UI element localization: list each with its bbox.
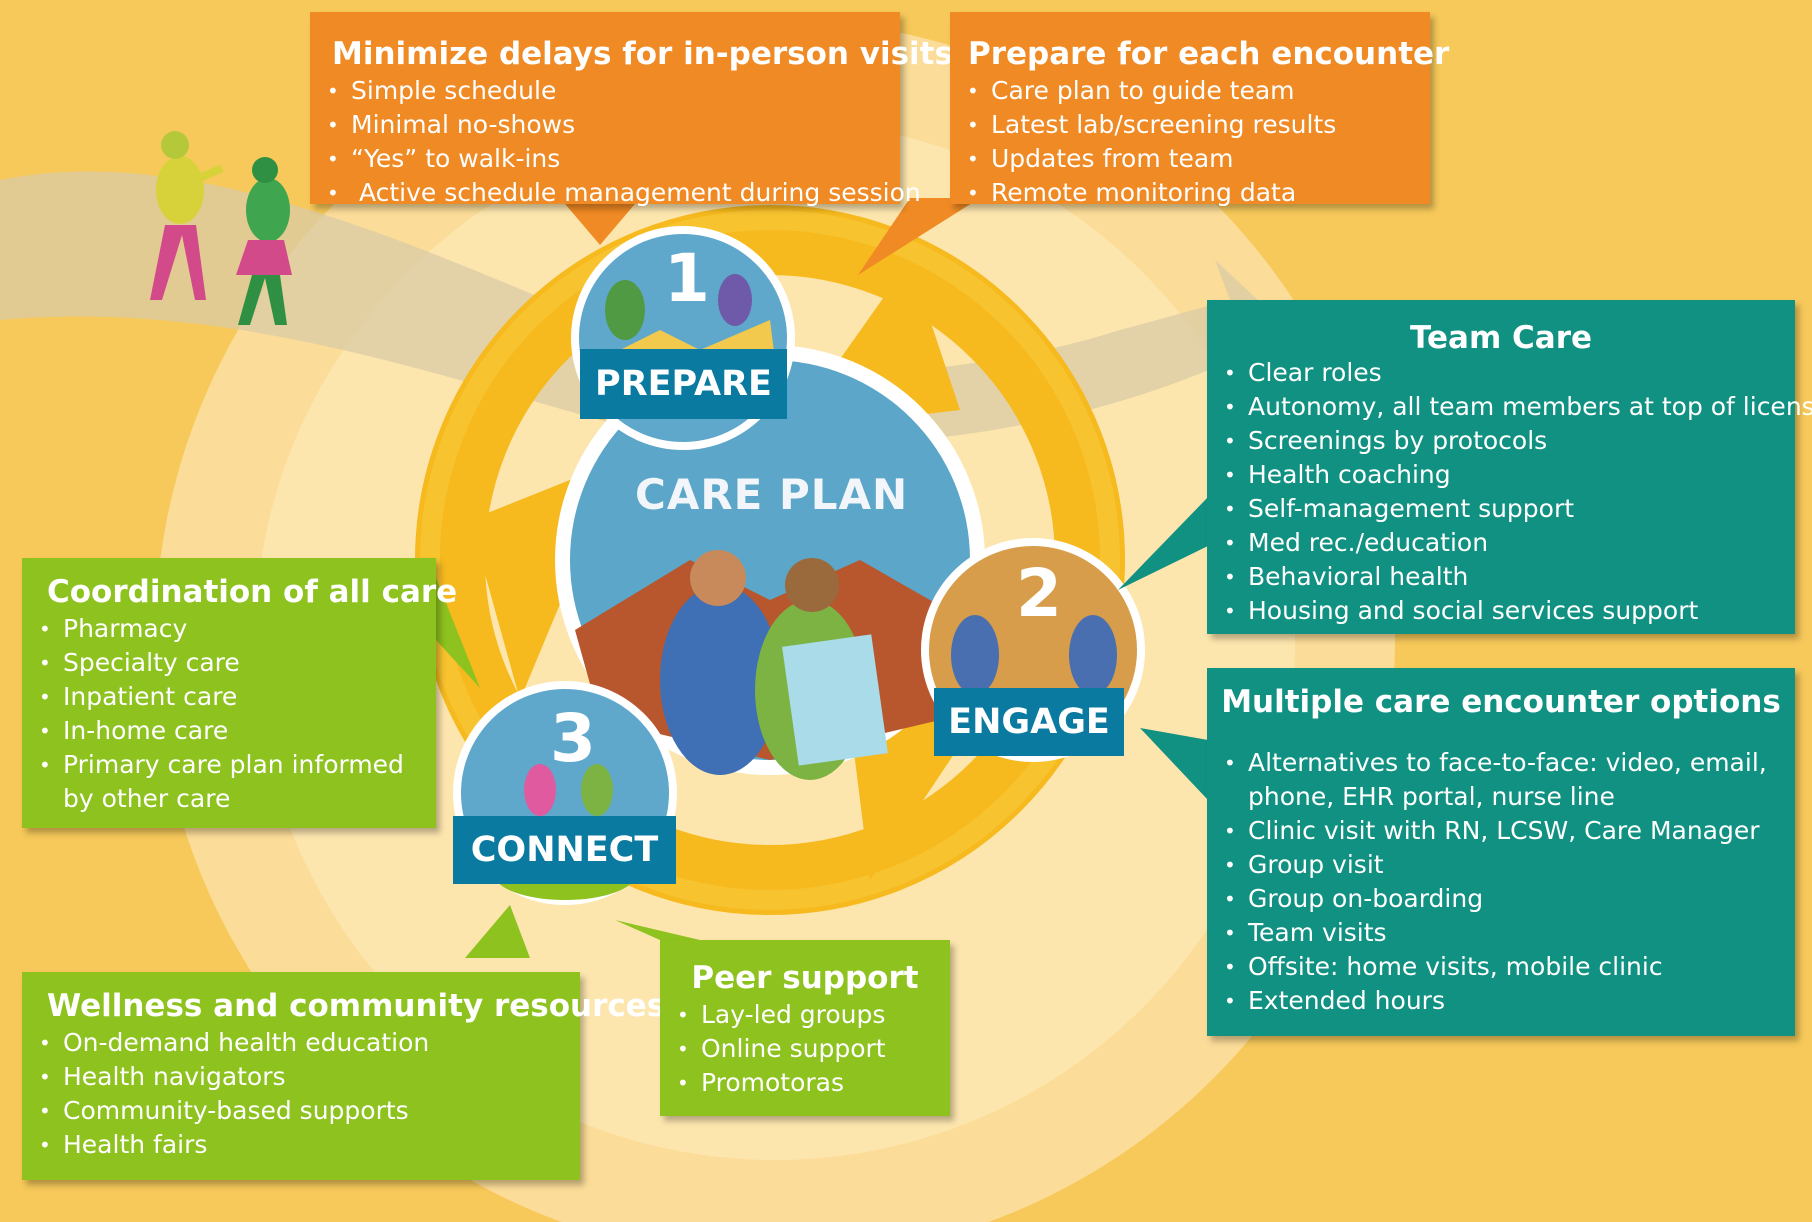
list-item: Inpatient care — [37, 680, 404, 714]
box-title: Team Care — [1409, 320, 1593, 356]
list-item: Autonomy, all team members at top of lic… — [1222, 390, 1812, 424]
bullet-list: Pharmacy Specialty care Inpatient care I… — [37, 612, 404, 816]
list-item: Health navigators — [37, 1060, 429, 1094]
list-item: Pharmacy — [37, 612, 404, 646]
list-item: Group visit — [1222, 848, 1767, 882]
list-item: Alternatives to face-to-face: video, ema… — [1222, 746, 1767, 780]
box-title: Wellness and community resources — [47, 988, 666, 1024]
walking-figures-illustration — [150, 131, 292, 325]
box-title: Minimize delays for in-person visits — [332, 36, 953, 72]
list-item: Screenings by protocols — [1222, 424, 1812, 458]
box-title: Multiple care encounter options — [1221, 684, 1781, 720]
box-title: Coordination of all care — [47, 574, 458, 610]
coordination-box: Coordination of all care Pharmacy Specia… — [22, 558, 457, 828]
list-item: Self-management support — [1222, 492, 1812, 526]
stage-label-connect: CONNECT — [453, 816, 676, 884]
list-item: by other care — [63, 784, 231, 813]
stage-number-prepare: 1 — [664, 240, 710, 317]
peer-support-box: Peer support Lay-led groups Online suppo… — [660, 940, 950, 1116]
stage-number-connect: 3 — [550, 700, 596, 777]
list-item: Health fairs — [37, 1128, 429, 1162]
box-title: Peer support — [691, 960, 919, 996]
list-item: Extended hours — [1222, 984, 1767, 1018]
list-item: Primary care plan informed — [37, 748, 404, 782]
list-item: Promotoras — [675, 1066, 886, 1100]
list-item: Behavioral health — [1222, 560, 1812, 594]
stage-label-engage: ENGAGE — [934, 688, 1124, 756]
list-item: Simple schedule — [325, 74, 921, 108]
list-item: In-home care — [37, 714, 404, 748]
list-item: Community-based supports — [37, 1094, 429, 1128]
prepare-encounter-box: Prepare for each encounter Care plan to … — [950, 12, 1449, 210]
list-item: Team visits — [1222, 916, 1767, 950]
list-item: Med rec./education — [1222, 526, 1812, 560]
box-title: Prepare for each encounter — [968, 36, 1450, 72]
bullet-list: On-demand health education Health naviga… — [37, 1026, 429, 1162]
list-item: Online support — [675, 1032, 886, 1066]
care-plan-title: CARE PLAN — [635, 470, 909, 519]
list-item: On-demand health education — [37, 1026, 429, 1060]
list-item: Lay-led groups — [675, 998, 886, 1032]
bullet-list: Lay-led groups Online support Promotoras — [675, 998, 886, 1100]
minimize-delays-box: Minimize delays for in-person visits Sim… — [310, 12, 953, 210]
list-item: Latest lab/screening results — [965, 108, 1336, 142]
list-item: phone, EHR portal, nurse line — [1248, 782, 1615, 811]
list-item: Group on-boarding — [1222, 882, 1767, 916]
list-item: Clear roles — [1222, 356, 1812, 390]
stage-label-prepare: PREPARE — [580, 349, 787, 419]
bullet-list: Alternatives to face-to-face: video, ema… — [1222, 746, 1767, 1018]
list-item: Updates from team — [965, 142, 1336, 176]
list-item: “Yes” to walk-ins — [325, 142, 921, 176]
bullet-list: Clear roles Autonomy, all team members a… — [1222, 356, 1812, 628]
bullet-list: Simple schedule Minimal no-shows “Yes” t… — [325, 74, 921, 210]
list-item: Health coaching — [1222, 458, 1812, 492]
team-care-box: Team Care Clear roles Autonomy, all team… — [1207, 300, 1812, 634]
list-item: Offsite: home visits, mobile clinic — [1222, 950, 1767, 984]
wellness-resources-box: Wellness and community resources On-dema… — [22, 972, 665, 1180]
list-item: Care plan to guide team — [965, 74, 1336, 108]
bullet-list: Care plan to guide team Latest lab/scree… — [965, 74, 1336, 210]
list-item: Specialty care — [37, 646, 404, 680]
list-item: Minimal no-shows — [325, 108, 921, 142]
list-item: Active schedule management during sessio… — [325, 176, 921, 210]
care-encounter-options-box: Multiple care encounter options Alternat… — [1207, 668, 1795, 1036]
stage-number-engage: 2 — [1016, 555, 1062, 632]
list-item: Housing and social services support — [1222, 594, 1812, 628]
list-item: Clinic visit with RN, LCSW, Care Manager — [1222, 814, 1767, 848]
list-item: Remote monitoring data — [965, 176, 1336, 210]
